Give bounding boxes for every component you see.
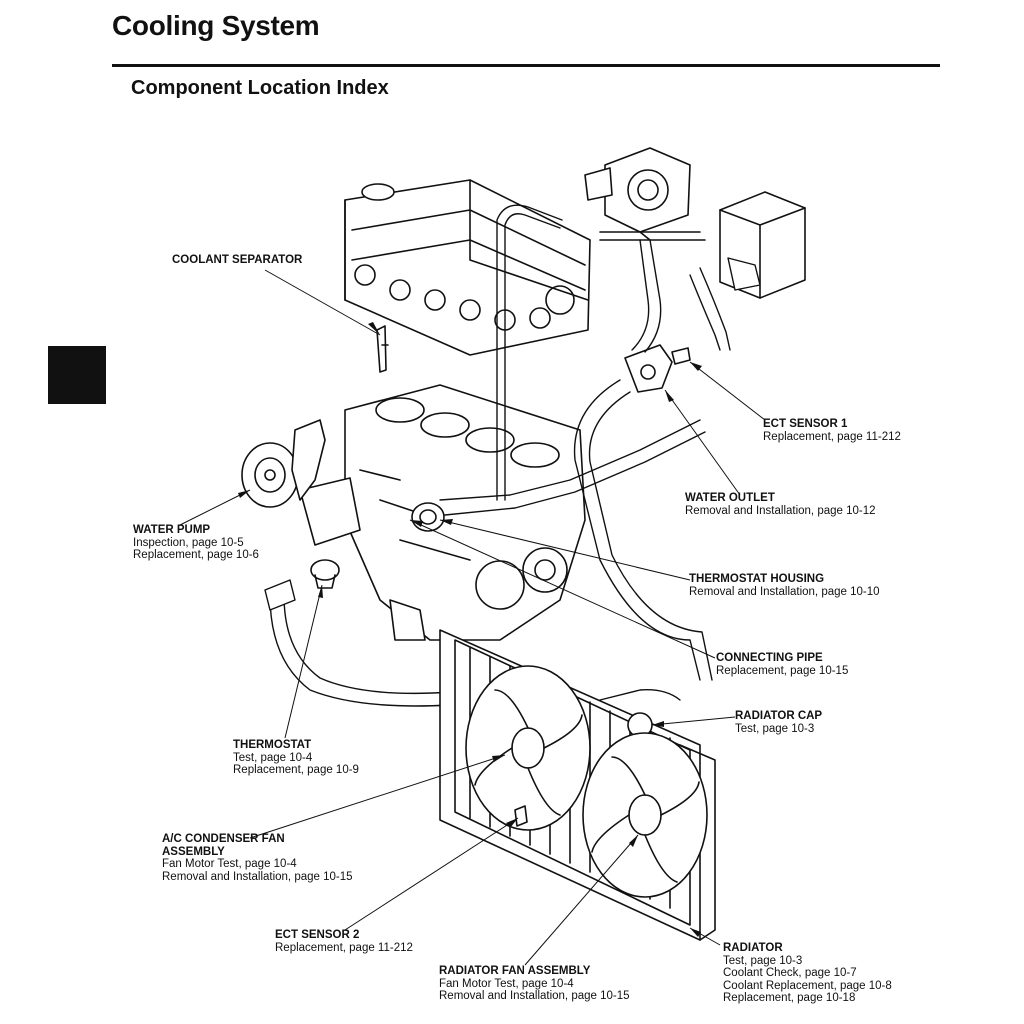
leader-arrowheads <box>238 322 702 937</box>
radiator-fan-drawing <box>582 732 708 898</box>
water-pump-ref-replacement: Replacement, page 10-6 <box>133 549 259 561</box>
ect-sensor-2-ref: Replacement, page 11-212 <box>275 941 413 954</box>
leader-coolant-separator <box>264 269 381 336</box>
thermostat-housing-name: THERMOSTAT HOUSING <box>689 573 825 585</box>
page-title: Cooling System <box>112 10 320 41</box>
leader-thermostat-housing <box>439 519 691 581</box>
title-rule <box>112 64 940 67</box>
ac-condenser-fan-drawing <box>465 665 591 831</box>
ac-condenser-fan-name: A/C CONDENSER FAN <box>162 833 285 845</box>
label-ect-sensor-2: ECT SENSOR 2 Replacement, page 11-212 <box>275 929 413 954</box>
leader-thermostat <box>284 584 323 739</box>
leader-lines <box>179 269 766 966</box>
label-radiator-cap: RADIATOR CAP Test, page 10-3 <box>735 710 822 735</box>
coolant-separator-drawing <box>376 325 389 373</box>
label-coolant-separator: COOLANT SEPARATOR <box>172 254 302 267</box>
radiator-ref-coolant-replacement: Coolant Replacement, page 10-8 <box>723 979 892 992</box>
thermostat-name: THERMOSTAT <box>233 739 312 751</box>
label-thermostat-housing: THERMOSTAT HOUSING Removal and Installat… <box>689 573 880 598</box>
connecting-pipe-name: CONNECTING PIPE <box>716 652 823 664</box>
radiator-fan-name: RADIATOR FAN ASSEMBLY <box>439 965 591 977</box>
thermostat-ref-replacement: Replacement, page 10-9 <box>233 764 359 776</box>
ect-sensor-1-ref: Replacement, page 11-212 <box>763 430 901 443</box>
radiator-ref-coolant-check: Coolant Check, page 10-7 <box>723 967 857 979</box>
label-water-outlet: WATER OUTLET Removal and Installation, p… <box>685 492 876 517</box>
leader-ect-sensor-1 <box>689 361 766 421</box>
water-outlet-name: WATER OUTLET <box>685 492 775 504</box>
thermostat-drawing <box>310 559 340 589</box>
label-radiator: RADIATOR Test, page 10-3 Coolant Check, … <box>723 942 892 1005</box>
label-ect-sensor-1: ECT SENSOR 1 Replacement, page 11-212 <box>763 418 901 443</box>
thermostat-ref-test: Test, page 10-4 <box>233 751 313 764</box>
label-connecting-pipe: CONNECTING PIPE Replacement, page 10-15 <box>716 652 848 677</box>
water-pump-name: WATER PUMP <box>133 524 211 536</box>
water-pump-ref-inspection: Inspection, page 10-5 <box>133 536 244 549</box>
water-outlet-ref: Removal and Installation, page 10-12 <box>685 504 876 517</box>
radiator-fan-ref-test: Fan Motor Test, page 10-4 <box>439 977 574 990</box>
thermostat-housing-drawing <box>411 502 445 532</box>
section-title: Component Location Index <box>131 77 389 99</box>
leader-ect-sensor-2 <box>344 817 519 931</box>
thermostat-housing-ref: Removal and Installation, page 10-10 <box>689 585 880 598</box>
radiator-name: RADIATOR <box>723 942 783 954</box>
radiator-cap-ref: Test, page 10-3 <box>735 722 815 735</box>
label-radiator-fan-assembly: RADIATOR FAN ASSEMBLY Fan Motor Test, pa… <box>439 965 630 1003</box>
water-outlet-drawing <box>624 344 691 393</box>
cylinder-head-drawing <box>344 179 591 356</box>
ect-sensor-2-drawing <box>514 805 528 827</box>
connecting-pipe-ref: Replacement, page 10-15 <box>716 664 849 677</box>
label-water-pump: WATER PUMP Inspection, page 10-5 Replace… <box>133 524 259 562</box>
label-ac-condenser-fan-assembly: A/C CONDENSER FAN ASSEMBLY Fan Motor Tes… <box>162 833 353 883</box>
coolant-separator-name: COOLANT SEPARATOR <box>172 254 303 266</box>
leader-ac-condenser-fan <box>249 754 506 839</box>
radiator-ref-test: Test, page 10-3 <box>723 954 803 967</box>
ac-condenser-fan-name-line2: ASSEMBLY <box>162 845 225 858</box>
section-tab-marker <box>48 346 106 404</box>
ect-sensor-2-name: ECT SENSOR 2 <box>275 929 360 941</box>
leader-water-outlet <box>664 389 741 496</box>
ac-condenser-fan-ref-removal: Removal and Installation, page 10-15 <box>162 870 353 883</box>
leader-connecting-pipe <box>409 519 716 659</box>
throttle-body-drawing <box>584 147 706 241</box>
radiator-fan-ref-removal: Removal and Installation, page 10-15 <box>439 990 630 1002</box>
leader-radiator-fan <box>524 834 639 966</box>
leader-radiator-cap <box>651 716 736 726</box>
radiator-cap-name: RADIATOR CAP <box>735 710 823 722</box>
ac-condenser-fan-ref-test: Fan Motor Test, page 10-4 <box>162 858 297 870</box>
ect-sensor-1-name: ECT SENSOR 1 <box>763 418 848 430</box>
water-pump-drawing <box>241 419 326 508</box>
label-thermostat: THERMOSTAT Test, page 10-4 Replacement, … <box>233 739 359 777</box>
leader-water-pump <box>179 489 251 526</box>
coolant-hoses-drawing <box>264 204 761 707</box>
radiator-ref-replacement: Replacement, page 10-18 <box>723 992 856 1004</box>
